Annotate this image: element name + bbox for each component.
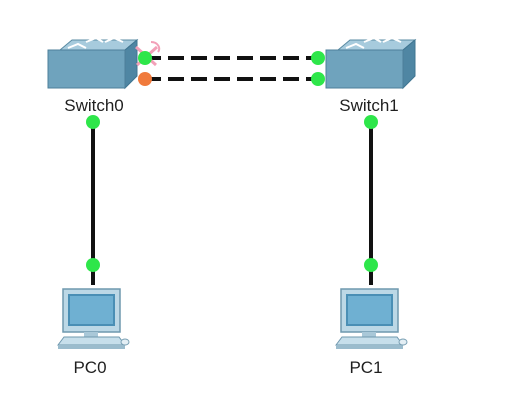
pc0-label: PC0 bbox=[73, 358, 107, 377]
port-light-switch1-bottom-link bbox=[311, 72, 325, 86]
switch1-label: Switch1 bbox=[339, 96, 399, 115]
port-light-switch1-pc-link bbox=[364, 115, 378, 129]
switch0-label: Switch0 bbox=[64, 96, 124, 115]
network-switch-icon bbox=[325, 36, 417, 90]
port-light-switch1-top-link bbox=[311, 51, 325, 65]
port-light-pc1-link bbox=[364, 258, 378, 272]
port-light-switch0-pc-link bbox=[86, 115, 100, 129]
pc0-device[interactable] bbox=[57, 288, 130, 349]
pc1-label: PC1 bbox=[349, 358, 383, 377]
port-status-lights bbox=[86, 51, 378, 272]
desktop-pc-icon bbox=[57, 288, 130, 349]
port-light-switch0-top-link bbox=[138, 51, 152, 65]
port-light-switch0-bottom-link bbox=[138, 72, 152, 86]
switch1-device[interactable] bbox=[325, 36, 417, 90]
pc1-device[interactable] bbox=[335, 288, 408, 349]
network-switch-icon bbox=[47, 36, 139, 90]
cables bbox=[91, 56, 373, 285]
desktop-pc-icon bbox=[335, 288, 408, 349]
switch0-device[interactable] bbox=[47, 36, 139, 90]
port-light-pc0-link bbox=[86, 258, 100, 272]
